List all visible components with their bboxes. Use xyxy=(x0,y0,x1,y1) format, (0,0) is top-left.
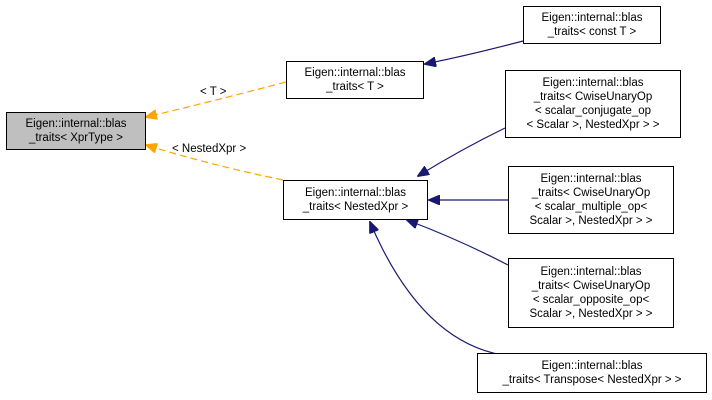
node-line: _traits< CwiseUnaryOp xyxy=(531,280,651,292)
node-line: Eigen::internal::blas xyxy=(304,187,406,199)
node-line: Eigen::internal::blas xyxy=(542,77,644,89)
node-line: < scalar_multiple_op< xyxy=(534,201,648,213)
node-blas-traits-conjugate[interactable]: Eigen::internal::blas _traits< CwiseUnar… xyxy=(505,70,681,138)
node-blas-traits-opposite[interactable]: Eigen::internal::blas _traits< CwiseUnar… xyxy=(508,258,674,328)
node-blas-traits-transpose[interactable]: Eigen::internal::blas _traits< Transpose… xyxy=(477,353,707,393)
edge-label-t: < T > xyxy=(200,86,227,98)
edge-traits-t-to-root xyxy=(146,81,287,117)
edge-conjugate-to-traits-nested xyxy=(418,127,506,176)
node-blas-traits-xprtype: Eigen::internal::blas _traits< XprType > xyxy=(6,112,146,150)
node-line: < scalar_conjugate_op xyxy=(534,105,652,117)
node-line: Eigen::internal::blas xyxy=(25,118,127,130)
edge-const-t-to-traits-t xyxy=(425,40,524,64)
node-line: Eigen::internal::blas xyxy=(540,266,642,278)
node-blas-traits-nestedxpr[interactable]: Eigen::internal::blas _traits< NestedXpr… xyxy=(283,180,428,220)
edge-transpose-to-traits-nested xyxy=(370,222,503,356)
node-line: Eigen::internal::blas xyxy=(541,360,643,372)
node-blas-traits-multiple[interactable]: Eigen::internal::blas _traits< CwiseUnar… xyxy=(508,166,674,234)
node-line: _traits< Transpose< NestedXpr > > xyxy=(502,374,682,386)
node-line: _traits< T > xyxy=(326,81,384,93)
node-line: < Scalar >, NestedXpr > > xyxy=(526,119,660,131)
node-line: _traits< CwiseUnaryOp xyxy=(531,187,651,199)
node-blas-traits-t[interactable]: Eigen::internal::blas _traits< T > xyxy=(286,61,424,99)
node-line: Eigen::internal::blas xyxy=(304,67,406,79)
edge-opposite-to-traits-nested xyxy=(407,220,509,266)
node-line: _traits< XprType > xyxy=(29,132,123,144)
node-line: Eigen::internal::blas xyxy=(540,173,642,185)
edge-traits-nested-to-root xyxy=(146,145,284,181)
node-line: Eigen::internal::blas xyxy=(541,12,643,24)
node-line: < scalar_opposite_op< xyxy=(532,294,650,306)
node-blas-traits-const-t[interactable]: Eigen::internal::blas _traits< const T > xyxy=(523,6,661,44)
node-line: Scalar >, NestedXpr > > xyxy=(529,215,653,227)
node-line: _traits< NestedXpr > xyxy=(302,201,409,213)
edge-label-nested: < NestedXpr > xyxy=(172,143,246,155)
node-line: _traits< CwiseUnaryOp xyxy=(533,91,653,103)
node-line: _traits< const T > xyxy=(547,26,637,38)
node-line: Scalar >, NestedXpr > > xyxy=(529,308,653,320)
